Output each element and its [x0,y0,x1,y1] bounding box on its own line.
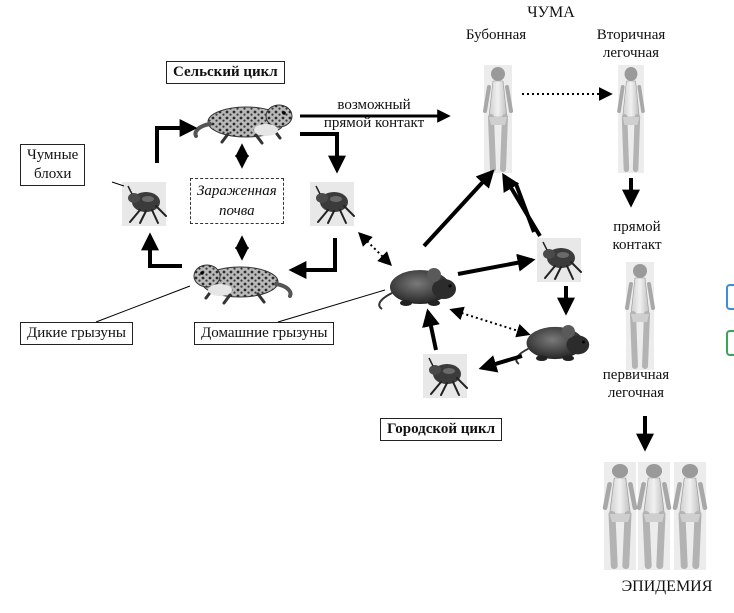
flea-icon [422,353,468,399]
plague-fleas-callout: Чумные блохи [20,144,86,186]
dotted-arrows [235,87,613,338]
diagram-title: ЧУМА [527,4,575,21]
person-icon [618,65,644,173]
infected-soil-box: Зараженная почва [190,178,284,224]
flea-icon [121,181,167,227]
urban-cycle-arrows [422,169,654,452]
callout-pointers [95,181,386,323]
domestic-rodents-callout: Домашние грызуны [194,322,335,345]
label-direct-contact: прямой контакт [612,219,662,253]
person-icon [626,262,654,370]
label-secondary-pneumonic: Вторичная легочная [596,27,666,61]
ground-squirrel-icon [193,103,294,145]
rat-icon [378,267,457,310]
label-epidemic: ЭПИДЕМИЯ [621,578,713,595]
flea-icon [309,181,355,227]
flea-icon [536,237,582,283]
label-bubonic: Бубонная [465,27,527,43]
person-icon [484,65,512,173]
side-bookmark-icon[interactable] [726,284,734,310]
ground-squirrel-icon [194,265,290,303]
rural-cycle-title: Сельский цикл [166,61,285,84]
side-bookmark-icon[interactable] [726,330,734,356]
person-icon [674,462,706,570]
wild-rodents-callout: Дикие грызуны [20,322,133,345]
urban-cycle-title: Городской цикл [380,418,503,441]
rural-cycle-arrows [141,109,451,279]
person-icon [638,462,670,570]
label-primary-pneumonic: первичная легочная [602,367,670,401]
person-icon [604,462,636,570]
label-possible-direct-contact: возможный прямой контакт [323,97,425,131]
mouse-icon [515,324,591,365]
